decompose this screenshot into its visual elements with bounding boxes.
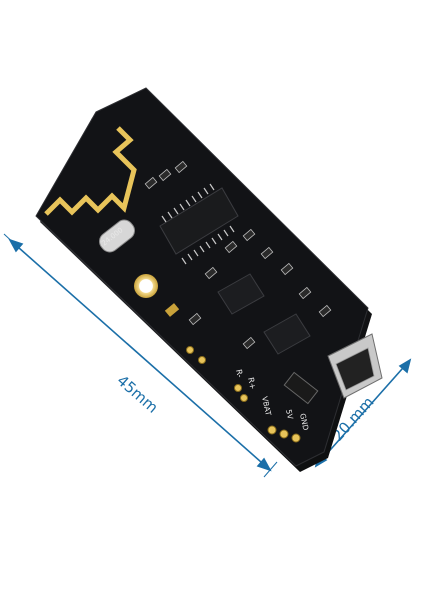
mounting-hole [134,274,158,298]
pcb-board [35,87,372,472]
length-label: 45mm [113,371,161,416]
smd-components [144,160,332,350]
power-switch [283,371,319,405]
pin-label-5v: 5V [284,409,295,421]
left-channel-pads [186,346,206,364]
bluetooth-chip [159,183,239,265]
length-dimension [3,233,278,478]
amplifier-chip-2 [263,313,311,355]
power-pads [267,425,301,443]
micro-usb-connector [327,333,383,399]
right-channel-pads [234,384,248,402]
crystal-oscillator: 24.000 [99,219,135,253]
pin-label-gnd: GND [298,413,310,432]
pin-label-r-minus: R- [234,369,245,379]
antenna-trace [44,126,137,216]
pin-label-vbat: VBAT [260,396,273,417]
pin-label-r-plus: R+ [246,377,257,391]
amplifier-chip-1 [217,273,265,315]
